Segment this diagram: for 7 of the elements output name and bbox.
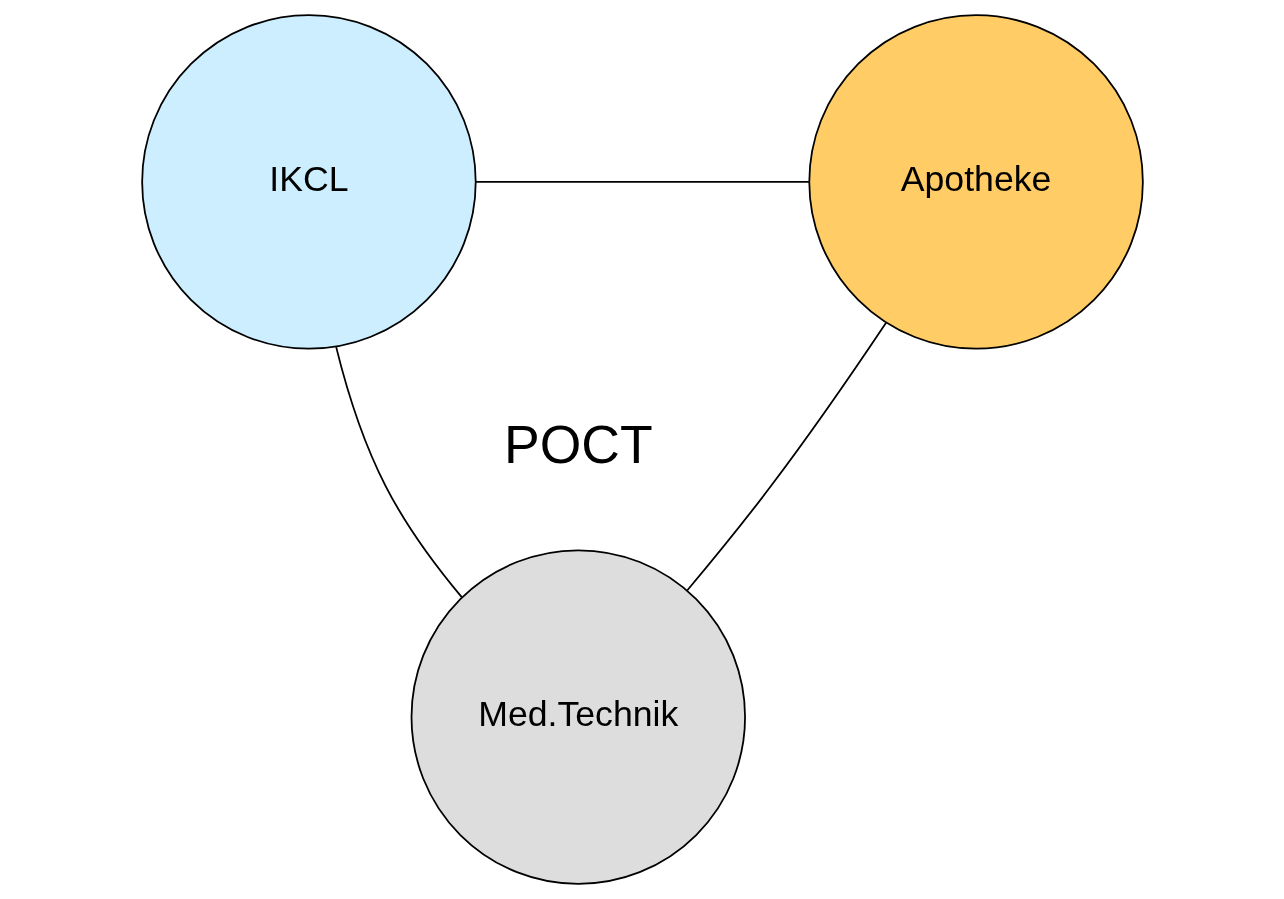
connector: [334, 346, 463, 598]
node-circle: Med.Technik: [410, 549, 746, 885]
label: POCT: [503, 414, 653, 474]
connector: [474, 181, 810, 183]
connector: [685, 321, 887, 592]
node-circle: Apotheke: [807, 14, 1144, 350]
node-circle: IKCL: [140, 14, 477, 350]
